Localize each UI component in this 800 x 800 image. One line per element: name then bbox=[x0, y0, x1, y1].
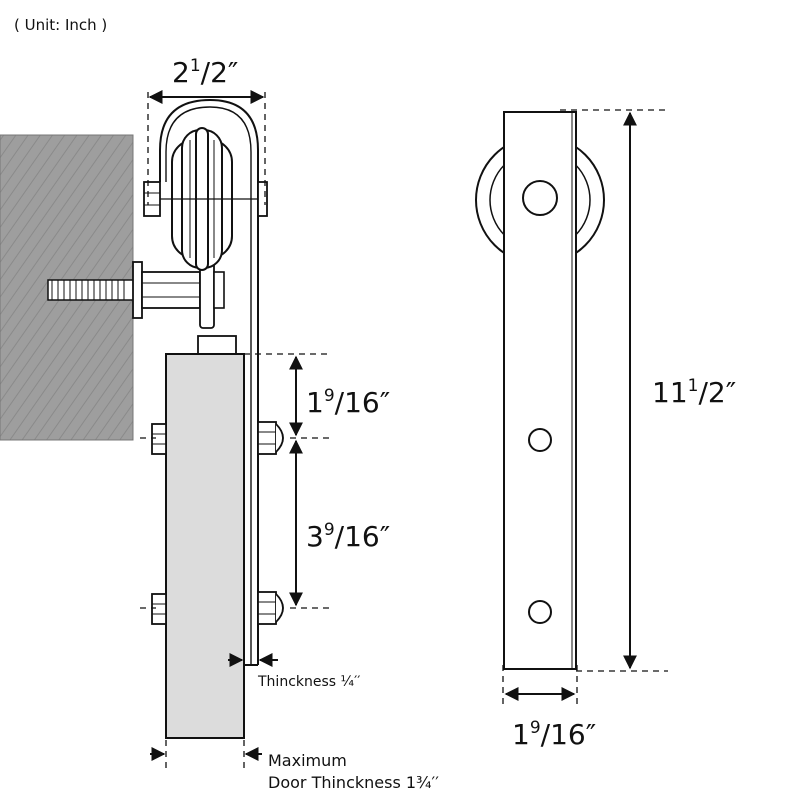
bolt-hole-bottom bbox=[528, 600, 552, 624]
door-bolt-top bbox=[151, 421, 284, 455]
dim-height-sup: 1 bbox=[688, 376, 699, 396]
dim-strap-height bbox=[560, 109, 668, 672]
svg-text:19/16″: 19/16″ bbox=[512, 718, 596, 751]
dim-top-width-rest: /2″ bbox=[201, 56, 239, 89]
dim-height-rest: /2″ bbox=[698, 376, 736, 409]
dim-width-rest: /16″ bbox=[541, 718, 597, 751]
side-view: 21/2″ 19/16″ 39/16″ Thinckness ¼′′ Maxim bbox=[0, 56, 439, 792]
dim-strap-width bbox=[502, 665, 578, 705]
dim-spacing-top-whole: 1 bbox=[306, 386, 324, 419]
dim-spacing-mid-sup: 9 bbox=[324, 520, 335, 540]
axle-hole bbox=[522, 180, 558, 216]
dim-spacing-top-sup: 9 bbox=[324, 386, 335, 406]
svg-text:21/2″: 21/2″ bbox=[172, 56, 238, 89]
dim-spacing-mid-rest: /16″ bbox=[335, 520, 391, 553]
dim-top-width-sup: 1 bbox=[190, 56, 201, 76]
door-note-line1: Maximum bbox=[268, 751, 347, 770]
dim-height-whole: 11 bbox=[652, 376, 688, 409]
dim-bolt-spacing bbox=[140, 353, 330, 609]
dim-door-thickness bbox=[150, 740, 262, 770]
door bbox=[165, 353, 245, 739]
door-bolt-bottom bbox=[151, 591, 284, 625]
door-note-line2: Door Thinckness 1¾′′ bbox=[268, 773, 439, 792]
dim-top-width: 21/2″ bbox=[147, 56, 266, 205]
svg-text:39/16″: 39/16″ bbox=[306, 520, 390, 553]
wheel bbox=[143, 127, 268, 271]
anti-jump-block bbox=[197, 335, 237, 355]
lag-bolt bbox=[47, 249, 225, 329]
unit-label: ( Unit: Inch ) bbox=[14, 16, 107, 34]
dim-spacing-mid-whole: 3 bbox=[306, 520, 324, 553]
front-view: 111/2″ 19/16″ bbox=[475, 109, 736, 751]
bolt-hole-top bbox=[528, 428, 552, 452]
svg-text:19/16″: 19/16″ bbox=[306, 386, 390, 419]
dim-top-width-whole: 2 bbox=[172, 56, 190, 89]
thickness-note: Thinckness ¼′′ bbox=[257, 674, 360, 690]
svg-text:111/2″: 111/2″ bbox=[652, 376, 736, 409]
dim-width-sup: 9 bbox=[530, 718, 541, 738]
dim-width-whole: 1 bbox=[512, 718, 530, 751]
dim-spacing-top-rest: /16″ bbox=[335, 386, 391, 419]
